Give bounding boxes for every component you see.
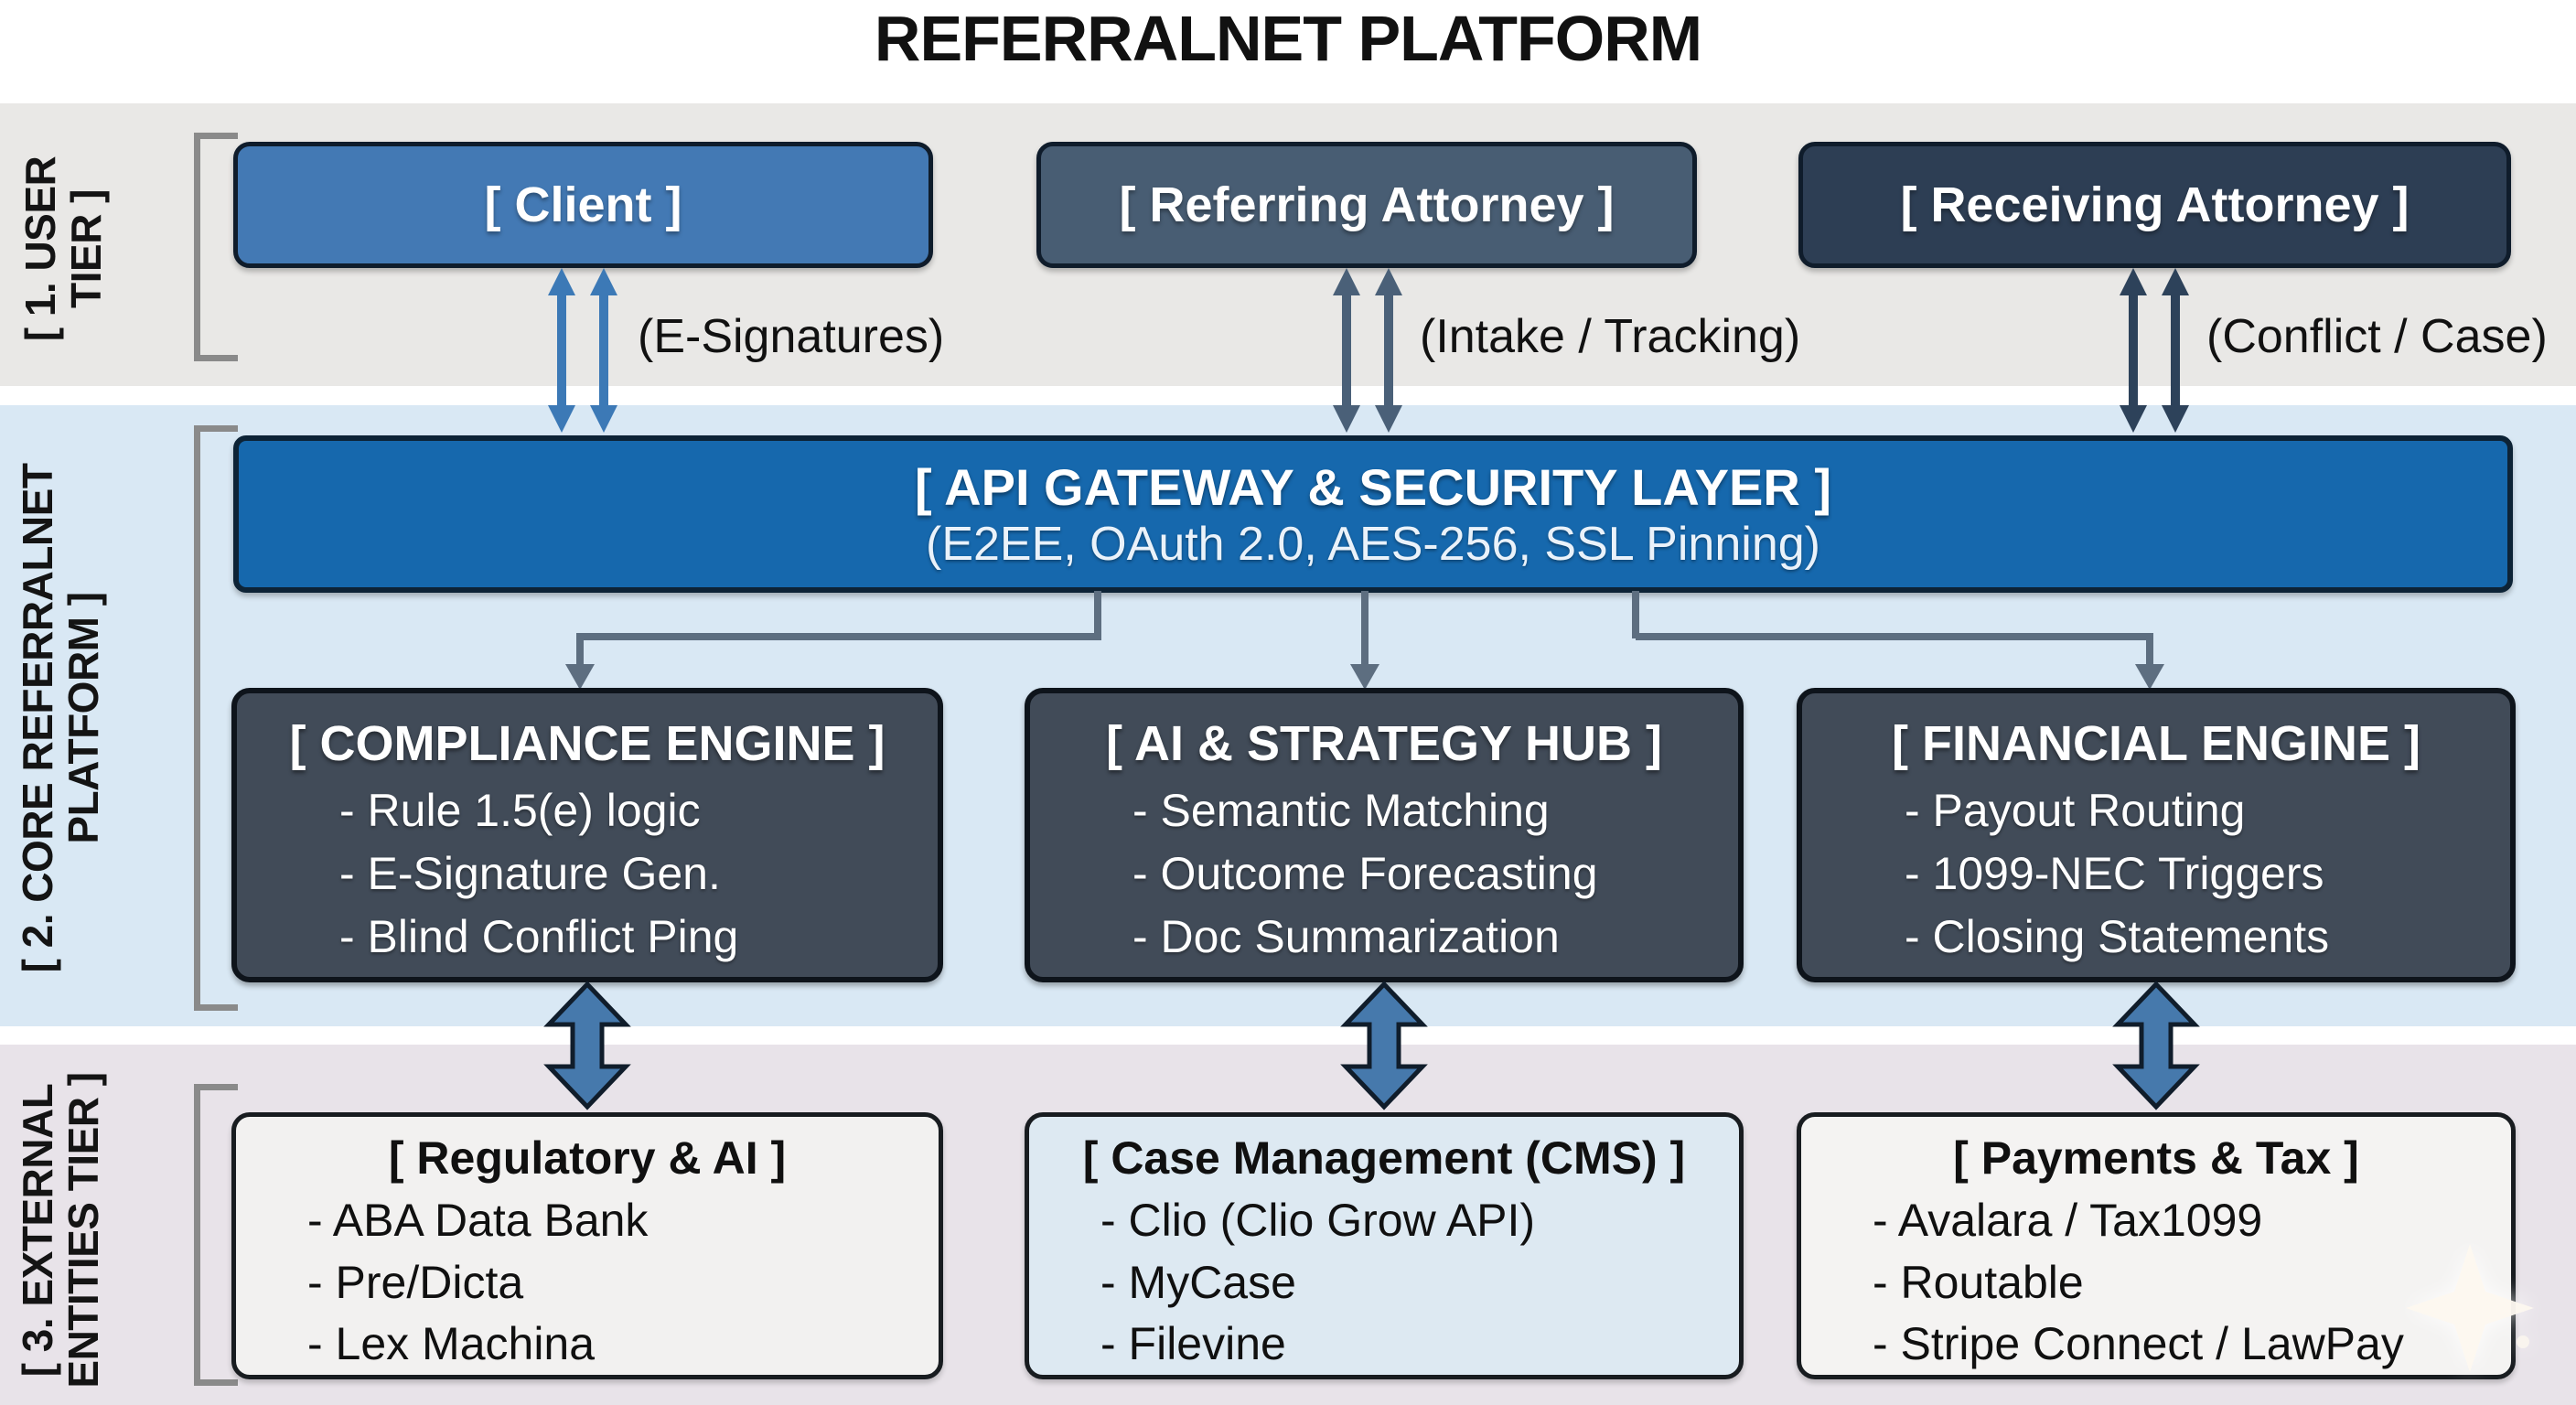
compliance-block-arrow-icon — [543, 981, 631, 1110]
tier1-label: [ 1. USER TIER ] — [16, 57, 119, 441]
tier1-label-line1: [ 1. USER — [16, 156, 64, 342]
list-item: - Routable — [1873, 1256, 2084, 1308]
list-item: - Pre/Dicta — [307, 1256, 524, 1308]
list-item: - Outcome Forecasting — [1132, 848, 1598, 899]
regulatory-ai-title: [ Regulatory & AI ] — [388, 1132, 787, 1184]
receiving-attorney-box-label: [ Receiving Attorney ] — [1900, 177, 2410, 232]
list-item: - Payout Routing — [1905, 785, 2246, 836]
list-item: - Rule 1.5(e) logic — [339, 785, 701, 836]
connector-middle-arrowhead-icon — [1350, 664, 1379, 690]
client-updown-arrows-icon — [548, 268, 617, 433]
api-gateway-subtitle: (E2EE, OAuth 2.0, AES-256, SSL Pinning) — [926, 517, 1820, 571]
financial-block-arrow-icon — [2112, 981, 2200, 1110]
list-item: - Stripe Connect / LawPay — [1873, 1318, 2404, 1369]
ai-hub-block-arrow-icon — [1340, 981, 1428, 1110]
payments-tax-title: [ Payments & Tax ] — [1953, 1132, 2359, 1184]
list-item: - E-Signature Gen. — [339, 848, 721, 899]
client-box: [ Client ] — [233, 142, 933, 268]
financial-engine-title: [ FINANCIAL ENGINE ] — [1892, 716, 2420, 771]
receiving-updown-arrows-icon — [2120, 268, 2189, 433]
page-title: REFERRALNET PLATFORM — [874, 3, 1702, 74]
ai-strategy-hub-box: [ AI & STRATEGY HUB ] - Semantic Matchin… — [1025, 688, 1744, 982]
tier2-label-line1: [ 2. CORE REFERRALNET — [14, 463, 61, 973]
list-item: - Closing Statements — [1905, 911, 2330, 962]
list-item: - MyCase — [1100, 1256, 1296, 1308]
receiving-attorney-box: [ Receiving Attorney ] — [1798, 142, 2511, 268]
compliance-engine-box: [ COMPLIANCE ENGINE ] - Rule 1.5(e) logi… — [231, 688, 943, 982]
tier3-label-line2: ENTITIES TIER ] — [59, 1072, 107, 1389]
list-item: - Blind Conflict Ping — [339, 911, 739, 962]
list-item: - Filevine — [1100, 1318, 1286, 1369]
connector-middle-vertical — [1361, 591, 1368, 666]
ai-strategy-hub-title: [ AI & STRATEGY HUB ] — [1105, 716, 1662, 771]
list-item: - 1099-NEC Triggers — [1905, 848, 2324, 899]
tier2-label: [ 2. CORE REFERRALNET PLATFORM ] — [14, 398, 116, 1038]
financial-engine-box: [ FINANCIAL ENGINE ] - Payout Routing - … — [1797, 688, 2516, 982]
tier2-bracket — [194, 425, 238, 1011]
list-item: - ABA Data Bank — [307, 1195, 649, 1246]
intake-tracking-label: (Intake / Tracking) — [1420, 310, 1801, 363]
case-management-title: [ Case Management (CMS) ] — [1082, 1132, 1686, 1184]
list-item: - Doc Summarization — [1132, 911, 1560, 962]
list-item: - Clio (Clio Grow API) — [1100, 1195, 1536, 1246]
regulatory-ai-box: [ Regulatory & AI ] - ABA Data Bank - Pr… — [231, 1112, 943, 1379]
esignatures-label: (E-Signatures) — [638, 310, 945, 363]
list-item: - Avalara / Tax1099 — [1873, 1195, 2263, 1246]
sparkle-icon — [2406, 1244, 2534, 1372]
referring-updown-arrows-icon — [1333, 268, 1402, 433]
referring-attorney-box: [ Referring Attorney ] — [1036, 142, 1697, 268]
compliance-engine-title: [ COMPLIANCE ENGINE ] — [289, 716, 886, 771]
connector-right-vertical — [2146, 633, 2153, 668]
connector-right-horizontal — [1636, 633, 2153, 640]
tier3-label-line1: [ 3. EXTERNAL — [14, 1083, 61, 1378]
tier3-bracket — [194, 1084, 238, 1386]
connector-left-drop — [1094, 591, 1101, 638]
api-gateway-box: [ API GATEWAY & SECURITY LAYER ] (E2EE, … — [233, 435, 2513, 593]
tier1-bracket — [194, 133, 238, 361]
referring-attorney-box-label: [ Referring Attorney ] — [1119, 177, 1615, 232]
connector-left-horizontal — [576, 633, 1101, 640]
tier1-label-line2: TIER ] — [61, 189, 110, 308]
tier3-label: [ 3. EXTERNAL ENTITIES TIER ] — [14, 974, 116, 1405]
client-box-label: [ Client ] — [484, 177, 682, 232]
tier2-label-line2: PLATFORM ] — [59, 592, 107, 844]
conflict-case-label: (Conflict / Case) — [2206, 310, 2548, 363]
api-gateway-title: [ API GATEWAY & SECURITY LAYER ] — [915, 457, 1831, 516]
case-management-box: [ Case Management (CMS) ] - Clio (Clio G… — [1025, 1112, 1744, 1379]
connector-right-arrowhead-icon — [2135, 664, 2164, 690]
connector-left-vertical — [576, 633, 584, 668]
list-item: - Semantic Matching — [1132, 785, 1550, 836]
connector-right-drop — [1632, 591, 1639, 638]
connector-left-arrowhead-icon — [565, 664, 595, 690]
payments-tax-box: [ Payments & Tax ] - Avalara / Tax1099 -… — [1797, 1112, 2516, 1379]
list-item: - Lex Machina — [307, 1318, 596, 1369]
